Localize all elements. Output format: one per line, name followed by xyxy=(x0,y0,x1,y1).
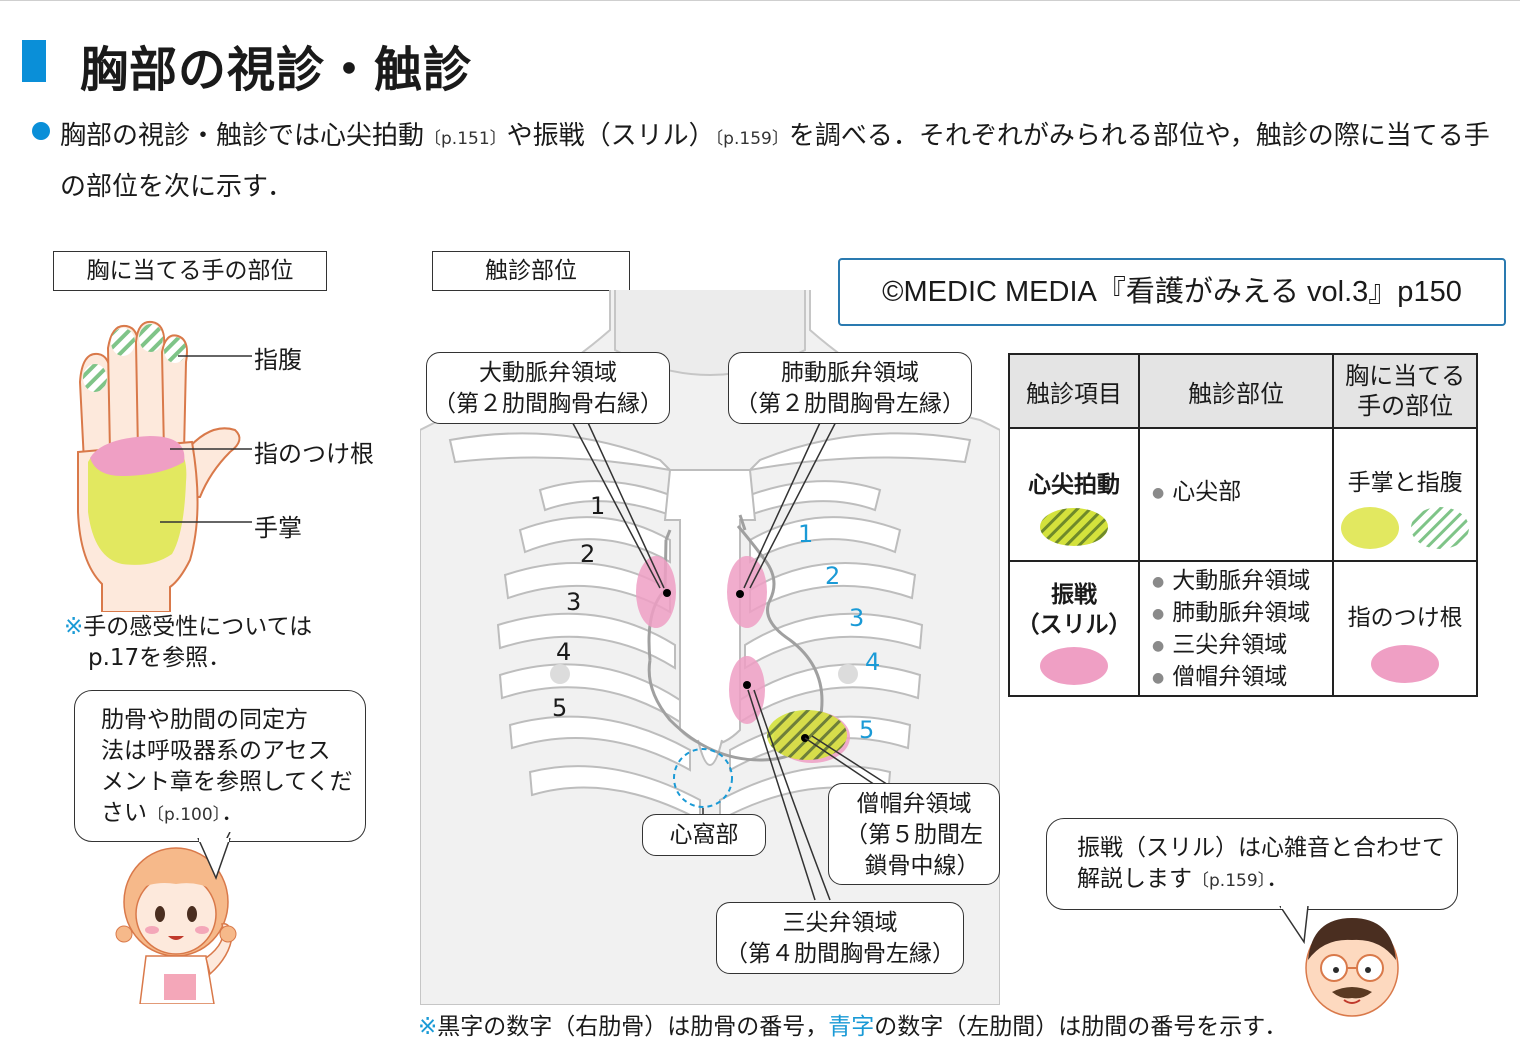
intercostal-number-1: 1 xyxy=(798,520,814,548)
pink-swatch-icon xyxy=(1371,645,1440,683)
callout-tricuspid-area: 三尖弁領域 （第４肋間胸骨左縁） xyxy=(716,902,964,974)
doctor-character-icon xyxy=(1305,918,1399,1017)
row2-hand-cell: 指のつけ根 xyxy=(1332,560,1478,697)
hand-note: ※手の感受性については p.17を参照． xyxy=(64,612,312,674)
header-site: 触診部位 xyxy=(1137,353,1335,429)
copyright-box: ©MEDIC MEDIA『看護がみえる vol.3』p150 xyxy=(838,258,1506,326)
row1-hand-cell: 手掌と指腹 xyxy=(1332,427,1478,562)
pulmonic-line2: （第２肋間胸骨左縁） xyxy=(735,391,965,417)
hatched-swatch-icon xyxy=(1039,508,1108,546)
pulmonic-line1: 肺動脈弁領域 xyxy=(781,360,919,386)
speech-line2: 法は呼吸器系のアセス xyxy=(101,738,331,764)
intro-ref2: 〔p.159〕 xyxy=(714,129,789,149)
header-hand-line1: 胸に当てる xyxy=(1345,362,1466,390)
nurse-speech-bubble: 肋骨や肋間の同定方 法は呼吸器系のアセス メント章を参照してくだ さい〔p.10… xyxy=(74,690,366,842)
row2-item-cell: 振戦 （スリル） xyxy=(1008,560,1140,697)
row2-site-aortic: 大動脈弁領域 xyxy=(1152,566,1332,598)
label-finger-base: 指のつけ根 xyxy=(254,440,374,468)
speech-ref: 〔p.100〕 xyxy=(147,805,222,825)
intro-ref1: 〔p.151〕 xyxy=(424,129,507,149)
row2-site-pulmonic: 肺動脈弁領域 xyxy=(1152,598,1332,630)
speech-line4: さい xyxy=(101,800,147,826)
speech-tail-left xyxy=(197,838,231,881)
tricuspid-line1: 三尖弁領域 xyxy=(782,910,898,936)
row1-item: 心尖拍動 xyxy=(1027,472,1120,498)
row2-item2: （スリル） xyxy=(1016,612,1132,638)
hand-illustration xyxy=(77,320,252,612)
doctor-speech-line1: 振戦（スリル）は心雑音と合わせて xyxy=(1077,835,1445,861)
row2-hand: 指のつけ根 xyxy=(1347,605,1463,631)
palpation-table: 触診項目 触診部位 胸に当てる 手の部位 心尖拍動 心尖部 手掌と指腹 xyxy=(1008,353,1478,697)
intro-part1: 胸部の視診・触診では心尖拍動 xyxy=(60,121,425,151)
header-hand-line2: 手の部位 xyxy=(1357,392,1454,420)
aortic-line1: 大動脈弁領域 xyxy=(479,360,617,386)
row1-item-cell: 心尖拍動 xyxy=(1008,427,1140,562)
table-row: 心尖拍動 心尖部 手掌と指腹 xyxy=(1008,427,1478,562)
top-rule xyxy=(0,0,1520,1)
header-hand: 胸に当てる 手の部位 xyxy=(1332,353,1478,429)
callout-aortic-area: 大動脈弁領域 （第２肋間胸骨右縁） xyxy=(426,352,670,424)
palm-pad-swatches-icon xyxy=(1341,507,1470,549)
aortic-line2: （第２肋間胸骨右縁） xyxy=(433,391,663,417)
speech-tail-right xyxy=(1279,906,1309,945)
intro-part2: や振戦（スリル） xyxy=(506,121,715,151)
title-accent-bar xyxy=(22,40,46,82)
callout-epigastric: 心窩部 xyxy=(642,814,766,856)
row1-site: 心尖部 xyxy=(1152,477,1332,509)
bottom-note-blue: 青字 xyxy=(828,1014,875,1040)
speech-line1: 肋骨や肋間の同定方 xyxy=(101,707,308,733)
doctor-speech-line2: 解説します xyxy=(1077,866,1192,892)
rib-number-2: 2 xyxy=(580,540,596,568)
hand-note-line2: p.17を参照． xyxy=(88,645,232,671)
hand-note-line1: 手の感受性については xyxy=(83,614,313,640)
table-header-row: 触診項目 触診部位 胸に当てる 手の部位 xyxy=(1008,353,1478,429)
rib-number-4: 4 xyxy=(556,638,572,666)
speech-line3: メント章を参照してくだ xyxy=(101,769,353,795)
page-title: 胸部の視診・触診 xyxy=(80,42,473,98)
rib-number-3: 3 xyxy=(566,588,582,616)
row2-site-tricuspid: 三尖弁領域 xyxy=(1152,630,1332,662)
table-row: 振戦 （スリル） 大動脈弁領域 肺動脈弁領域 三尖弁領域 僧帽弁領域 指のつけ根 xyxy=(1008,560,1478,697)
nurse-character-icon xyxy=(115,832,237,1004)
speech-end: ． xyxy=(221,800,245,826)
tricuspid-line2: （第４肋間胸骨左縁） xyxy=(725,941,955,967)
label-palm: 手掌 xyxy=(254,514,302,542)
doctor-speech-bubble: 振戦（スリル）は心雑音と合わせて 解説します〔p.159〕． xyxy=(1046,818,1458,910)
row2-site-cell: 大動脈弁領域 肺動脈弁領域 三尖弁領域 僧帽弁領域 xyxy=(1137,560,1335,697)
mitral-line1: 僧帽弁領域 xyxy=(856,791,972,817)
intro-text: 胸部の視診・触診では心尖拍動〔p.151〕や振戦（スリル）〔p.159〕を調べる… xyxy=(60,112,1500,211)
row2-site-mitral: 僧帽弁領域 xyxy=(1152,662,1332,694)
mitral-line2: （第５肋間左 xyxy=(845,822,983,848)
intercostal-number-5: 5 xyxy=(859,716,875,744)
intercostal-number-4: 4 xyxy=(865,648,881,676)
rib-number-5: 5 xyxy=(552,694,568,722)
row2-item1: 振戦 xyxy=(1050,582,1097,608)
intro-part3: を調べる．それぞれがみられる部位や，触診の際に当てる手の部位を次に示す． xyxy=(60,121,1490,202)
doctor-speech-ref: 〔p.159〕 xyxy=(1192,871,1267,891)
note-mark: ※ xyxy=(64,614,84,640)
intercostal-number-2: 2 xyxy=(825,562,841,590)
callout-pulmonic-area: 肺動脈弁領域 （第２肋間胸骨左縁） xyxy=(728,352,972,424)
header-item: 触診項目 xyxy=(1008,353,1140,429)
mitral-line3: 鎖骨中線） xyxy=(864,853,980,879)
bottom-note-part2: の数字（左肋間）は肋間の番号を示す． xyxy=(874,1014,1288,1040)
hand-section-title: 胸に当てる手の部位 xyxy=(53,251,327,291)
rib-number-1: 1 xyxy=(590,492,606,520)
bullet-icon xyxy=(32,122,50,140)
row1-hand: 手掌と指腹 xyxy=(1347,470,1463,496)
pink-swatch-icon xyxy=(1039,647,1108,685)
doctor-speech-end: ． xyxy=(1266,866,1290,892)
intercostal-number-3: 3 xyxy=(849,604,865,632)
row1-site-cell: 心尖部 xyxy=(1137,427,1335,562)
bottom-note-part1: 黒字の数字（右肋骨）は肋骨の番号， xyxy=(437,1014,829,1040)
bottom-note: ※黒字の数字（右肋骨）は肋骨の番号，青字の数字（左肋間）は肋間の番号を示す． xyxy=(418,1007,1287,1041)
chest-section-title: 触診部位 xyxy=(432,251,630,291)
bottom-note-mark: ※ xyxy=(418,1014,438,1040)
label-finger-pad: 指腹 xyxy=(254,346,302,374)
callout-mitral-area: 僧帽弁領域 （第５肋間左 鎖骨中線） xyxy=(828,783,1000,885)
